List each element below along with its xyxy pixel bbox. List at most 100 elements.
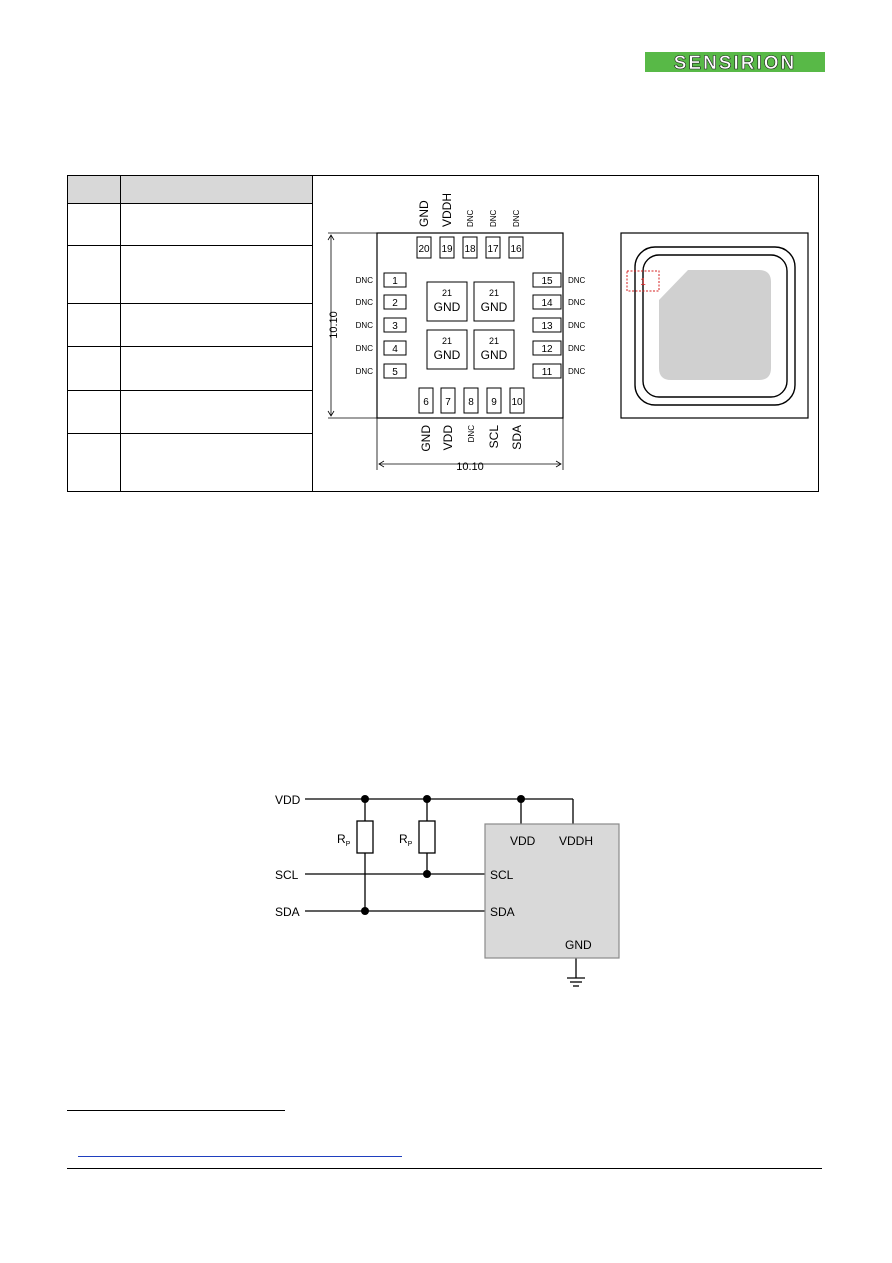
pullup-resistor-sda	[356, 820, 374, 854]
row-divider	[68, 390, 312, 391]
junction-dot	[423, 870, 431, 878]
pad-number: 21	[442, 288, 452, 298]
pin-function-label: DNC	[512, 209, 521, 227]
pin-function-label: DNC	[568, 321, 586, 330]
package-outline	[376, 232, 564, 419]
chip-pin-gnd: GND	[565, 938, 592, 952]
chip-pin-sda: SDA	[490, 905, 515, 919]
dimension-vertical-label: 10.10	[328, 311, 340, 339]
scl-rail-label: SCL	[275, 868, 299, 882]
pullup-resistor-scl	[418, 820, 436, 854]
pin-function-label: DNC	[467, 425, 476, 443]
footer-rule	[67, 1168, 822, 1169]
resistor-label: RP	[337, 832, 351, 848]
pinout-diagram: 10.10 10.10 20GND19VDDH18DNC17DNC16DNC1D…	[327, 193, 809, 473]
pad-number: 21	[489, 336, 499, 346]
ground-pad	[473, 281, 515, 322]
pin-function-label: VDDH	[440, 193, 454, 227]
pin-function-label: DNC	[356, 344, 374, 353]
pin-number: 9	[491, 397, 497, 408]
junction-dot	[423, 795, 431, 803]
sda-rail-label: SDA	[275, 905, 300, 919]
pin-number: 4	[392, 344, 398, 355]
pin-pad	[383, 294, 407, 310]
pin1-marker	[626, 270, 660, 292]
pin-pad	[532, 340, 562, 356]
pin-pad	[463, 387, 479, 414]
pad-label: GND	[481, 348, 508, 362]
footnote-link-underline[interactable]	[78, 1156, 402, 1157]
dimension-vertical	[327, 232, 377, 419]
logo-text: SENSIRION	[674, 53, 797, 74]
pin-number: 19	[441, 244, 453, 255]
pin-pad	[509, 387, 525, 414]
dimension-horizontal-label: 10.10	[456, 461, 484, 473]
column-divider	[120, 176, 121, 491]
pin-function-label: DNC	[568, 367, 586, 376]
pin-pad	[532, 363, 562, 379]
chip-pin-vddh: VDDH	[559, 834, 593, 848]
pad-label: GND	[434, 348, 461, 362]
pin-function-label: SCL	[487, 425, 501, 449]
pin-number: 14	[541, 298, 553, 309]
pin-pad	[440, 387, 456, 414]
ground-pad	[426, 281, 468, 322]
chip-pin-vdd: VDD	[510, 834, 536, 848]
pin-number: 18	[464, 244, 476, 255]
column-divider	[312, 176, 313, 491]
junction-dot	[517, 795, 525, 803]
pin-pad	[383, 317, 407, 333]
pin-function-label: SDA	[510, 425, 524, 450]
pin-number: 3	[392, 321, 398, 332]
junction-dot	[361, 907, 369, 915]
pin-pad	[532, 317, 562, 333]
pin-number: 8	[468, 397, 474, 408]
dimension-horizontal	[376, 418, 564, 470]
ground-pad	[426, 329, 468, 370]
pin-function-label: DNC	[356, 298, 374, 307]
sensor-chip	[484, 823, 620, 959]
pin-function-label: VDD	[441, 425, 455, 451]
pin-pad	[508, 236, 524, 259]
row-divider	[68, 203, 312, 204]
ground-pad	[473, 329, 515, 370]
row-divider	[68, 245, 312, 246]
logo-background	[645, 52, 825, 72]
pin-pad	[418, 387, 434, 414]
pin-number: 7	[445, 397, 451, 408]
pin-pad	[532, 294, 562, 310]
pin1-marker-label: 1	[640, 277, 646, 288]
pin-number: 2	[392, 298, 398, 309]
pin-number: 15	[541, 276, 553, 287]
pin-pad	[383, 272, 407, 288]
pin-pad	[383, 363, 407, 379]
junction-dot	[361, 795, 369, 803]
pin-table-grid	[68, 176, 313, 491]
pin-pad	[439, 236, 455, 259]
pin-table-header	[68, 176, 312, 203]
pin-number: 17	[487, 244, 499, 255]
pin-number: 5	[392, 367, 398, 378]
footnote-rule	[67, 1110, 285, 1111]
pin-function-label: DNC	[568, 298, 586, 307]
pin-function-label: DNC	[489, 209, 498, 227]
pin-number: 1	[392, 276, 398, 287]
pad-number: 21	[442, 336, 452, 346]
pin-pad	[532, 272, 562, 288]
pin-pad	[485, 236, 501, 259]
pin-number: 20	[418, 244, 430, 255]
row-divider	[68, 433, 312, 434]
pin-function-label: GND	[417, 200, 431, 227]
pin-function-label: DNC	[356, 276, 374, 285]
chip-pin-scl: SCL	[490, 868, 514, 882]
pad-number: 21	[489, 288, 499, 298]
resistor-label: RP	[399, 832, 413, 848]
pin-number: 16	[510, 244, 522, 255]
sensirion-logo: SENSIRION	[645, 52, 825, 74]
pin-function-label: GND	[419, 425, 433, 452]
row-divider	[68, 346, 312, 347]
pin-function-label: DNC	[568, 344, 586, 353]
pad-label: GND	[481, 300, 508, 314]
pin-function-label: DNC	[356, 367, 374, 376]
pin-pad	[416, 236, 432, 259]
